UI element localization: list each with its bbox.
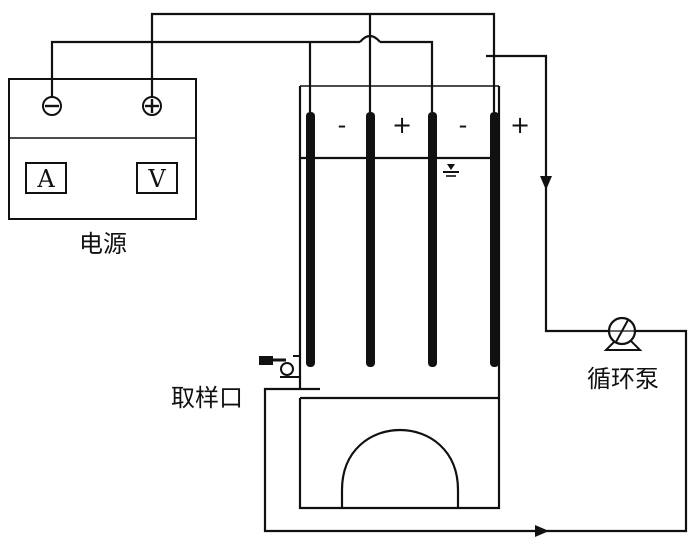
positive-terminal-icon — [142, 96, 162, 116]
electrode-3 — [428, 112, 437, 367]
reactor: - + - + — [298, 85, 530, 510]
circulation-loop — [263, 54, 688, 537]
ammeter-box — [25, 162, 67, 194]
recirculation-pipe-top — [486, 54, 610, 333]
wiring — [50, 12, 496, 112]
voltmeter-box — [136, 162, 178, 194]
electrode-1 — [306, 112, 315, 367]
sampling-port-label: 取样口 — [171, 384, 243, 412]
electrode-sign-1: - — [338, 111, 347, 139]
positive-wire — [150, 12, 496, 112]
power-supply-body — [8, 78, 197, 220]
electrode-sign-2: + — [392, 111, 412, 139]
power-supply: A V — [8, 78, 197, 220]
electrode-sign-3: - — [459, 111, 468, 139]
ammeter-label: A — [36, 165, 55, 193]
negative-wire — [50, 40, 360, 97]
support-arch — [340, 429, 460, 508]
circulation-pump-label: 循环泵 — [587, 365, 659, 393]
voltmeter-label: V — [147, 165, 166, 193]
electrode-2 — [366, 112, 375, 367]
flow-arrow-down-icon — [540, 176, 552, 190]
tank-right-and-bottom-wall — [298, 86, 501, 510]
water-level-icon — [443, 164, 459, 177]
sampling-valve-icon — [259, 355, 300, 378]
negative-wire-to-electrode-3 — [380, 40, 434, 112]
flow-arrow-left-icon — [535, 525, 549, 537]
recirculation-pipe-return — [263, 329, 688, 533]
electrode-4 — [490, 112, 499, 367]
electrode-sign-4: + — [510, 111, 530, 139]
power-supply-label: 电源 — [79, 230, 127, 258]
circulation-pump-icon — [603, 316, 643, 351]
negative-terminal-icon — [42, 96, 62, 116]
